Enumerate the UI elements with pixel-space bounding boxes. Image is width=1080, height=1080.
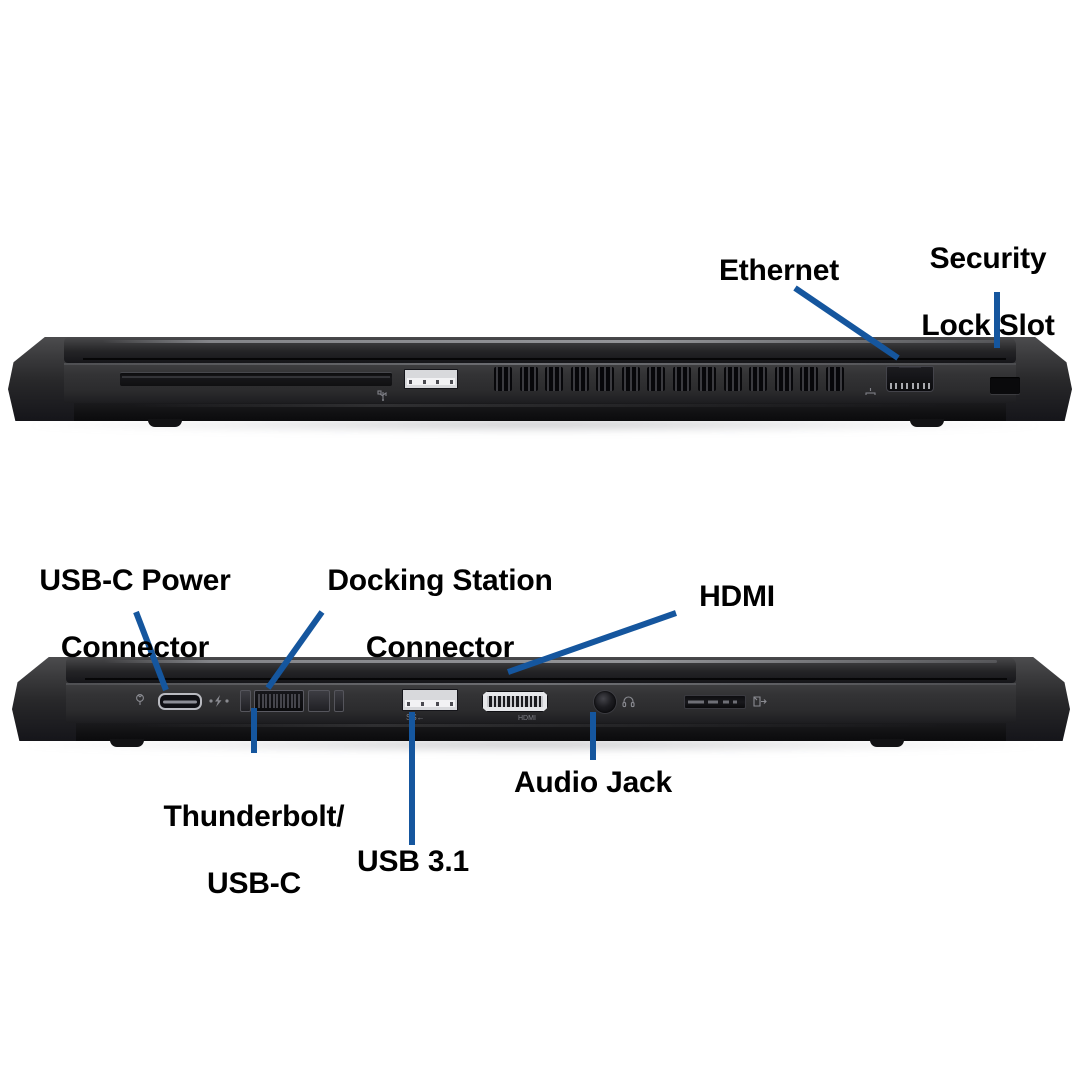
callout-label-audio-jack: Audio Jack: [513, 766, 673, 799]
callout-line: USB-C: [207, 866, 301, 900]
callout-label-usb-3-1: USB 3.1: [357, 845, 469, 878]
callout-line: USB-C Power: [39, 563, 231, 597]
rubber-foot: [110, 739, 144, 747]
sim-card-icon: [752, 695, 768, 708]
hdmi-icon: HDMI: [518, 715, 536, 722]
network-icon: [864, 387, 877, 397]
callout-label-thunderbolt-usb-c: Thunderbolt/ USB-C: [138, 766, 370, 934]
laptop-right-side-view: [8, 337, 1072, 429]
dock-contact-block: [254, 690, 304, 712]
smart-card-slot[interactable]: [120, 372, 392, 386]
bottom-laptop-shadow: [26, 738, 1042, 754]
callout-label-usb-c-power-connector: USB-C Power Connector: [16, 530, 254, 698]
callout-label-security-lock-slot: Security Lock Slot: [898, 208, 1078, 376]
rubber-foot: [910, 419, 944, 427]
callout-label-hdmi: HDMI: [699, 580, 775, 613]
ethernet-port[interactable]: [886, 366, 934, 392]
leader-ethernet: [793, 285, 900, 361]
ss-usb-icon: SS←: [406, 713, 425, 722]
leader-usb-c-power-connector: [133, 610, 169, 692]
dock-guide-rail-left: [240, 690, 251, 712]
display-lid-edge: [66, 657, 1016, 683]
usb-icon: [376, 389, 390, 401]
chassis-port-face: [66, 683, 1016, 723]
thunderbolt-icon: [208, 694, 230, 708]
rubber-foot: [870, 739, 904, 747]
docking-connector[interactable]: [240, 690, 344, 712]
dock-guide-rail-mid: [308, 690, 330, 712]
callout-label-docking-station-connector: Docking Station Connector: [306, 530, 574, 698]
chassis-bottom-bevel: [76, 723, 1006, 741]
security-lock-slot[interactable]: [990, 377, 1020, 394]
power-plug-icon: [134, 693, 146, 706]
ventilation-grille: [494, 367, 844, 391]
sim-card-slot[interactable]: [684, 695, 746, 709]
callout-line: Thunderbolt/: [163, 799, 345, 833]
leader-hdmi: [507, 610, 677, 675]
rubber-foot: [148, 419, 182, 427]
chassis-bottom-bevel: [74, 403, 1006, 421]
usb-a-port[interactable]: [402, 689, 458, 711]
callout-line: Security: [929, 241, 1047, 275]
headphone-icon: [622, 695, 635, 708]
callout-line: Docking Station: [327, 563, 553, 597]
leader-docking-station-connector: [265, 610, 325, 690]
display-lid-edge: [64, 337, 1016, 363]
usb-a-port[interactable]: [404, 369, 458, 389]
callout-line: Lock Slot: [921, 308, 1055, 342]
top-laptop-shadow: [30, 418, 1040, 434]
dock-guide-rail-right: [334, 690, 344, 712]
audio-jack[interactable]: [594, 691, 616, 713]
usb-c-power-port[interactable]: [158, 693, 202, 710]
callout-line: Connector: [365, 630, 515, 664]
callout-line: Connector: [60, 630, 210, 664]
hdmi-port[interactable]: [482, 691, 548, 712]
callout-label-ethernet: Ethernet: [718, 254, 840, 287]
laptop-left-side-view: SS← HDMI: [12, 657, 1070, 749]
